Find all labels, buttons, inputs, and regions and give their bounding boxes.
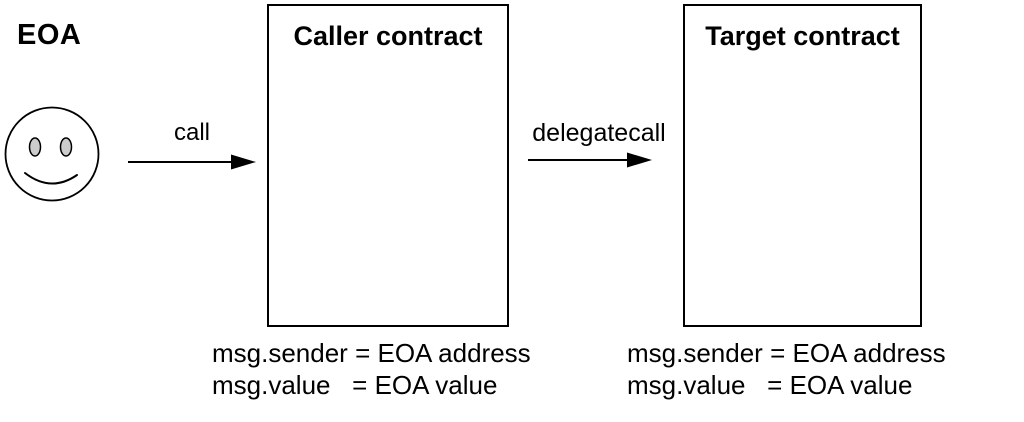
target-msg-value-note: msg.value = EOA value: [627, 370, 913, 400]
caller-msg-value-note: msg.value = EOA value: [212, 370, 498, 400]
target-contract-title: Target contract: [705, 21, 900, 51]
caller-contract-box: Caller contract: [267, 4, 509, 327]
delegatecall-arrow-label: delegatecall: [532, 119, 666, 147]
caller-contract-title: Caller contract: [293, 21, 483, 51]
target-msg-sender-note: msg.sender = EOA address: [627, 338, 946, 368]
delegatecall-arrow: [528, 152, 652, 168]
caller-msg-sender-note: msg.sender = EOA address: [212, 338, 531, 368]
eoa-label: EOA: [17, 19, 82, 51]
call-arrow: [128, 154, 256, 170]
target-contract-notes: msg.sender = EOA address msg.value = EOA…: [627, 337, 946, 401]
call-arrow-label: call: [173, 119, 210, 146]
caller-contract-notes: msg.sender = EOA address msg.value = EOA…: [212, 337, 531, 401]
target-contract-box: Target contract: [683, 4, 922, 327]
eoa-smiley-icon: [4, 106, 100, 202]
